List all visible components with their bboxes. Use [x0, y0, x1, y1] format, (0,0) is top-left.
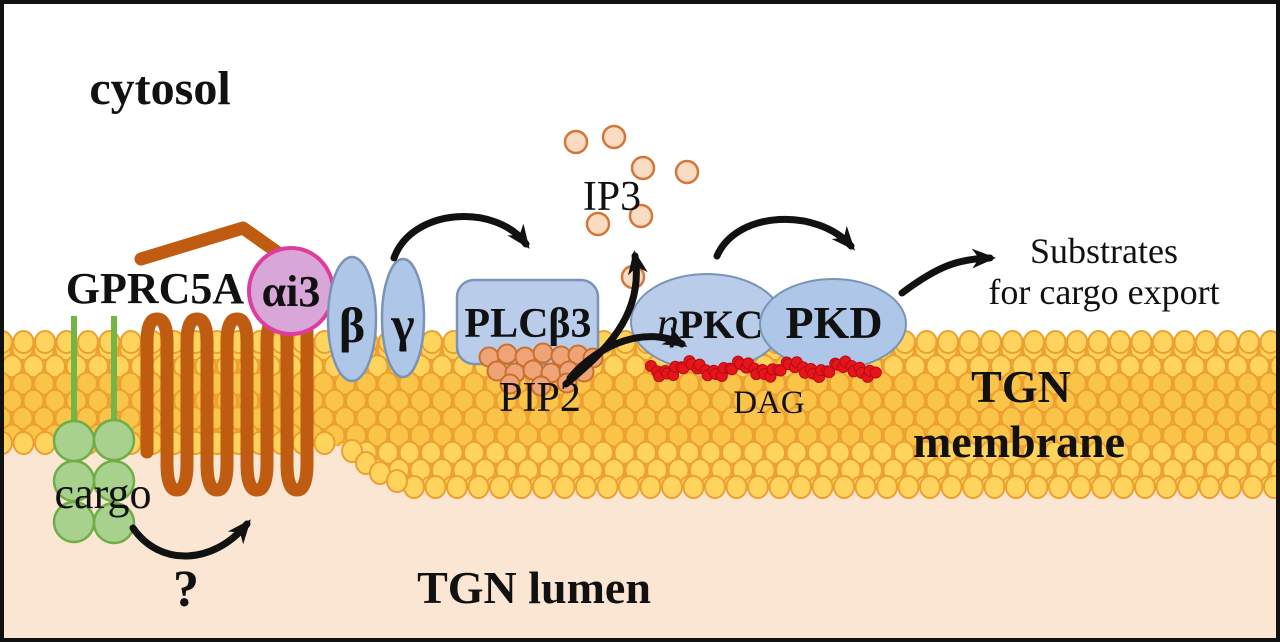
arrow-etapkc-to-pkd [713, 215, 855, 260]
pkc-text: PKC [679, 302, 763, 347]
substrates-label-line2: for cargo export [988, 272, 1219, 312]
cargo-label: cargo [55, 469, 152, 518]
arrow-betagamma-to-plcb3 [390, 213, 530, 262]
pip2-label: PIP2 [499, 375, 581, 421]
cargo-circles [52, 418, 136, 545]
eta-pkc-label: ηPKC [657, 299, 763, 348]
plcb3-label: PLCβ3 [464, 301, 591, 347]
substrates-label-line1: Substrates [1030, 231, 1178, 271]
eta-glyph: η [657, 299, 679, 348]
tgn-membrane-label-line1: TGN [971, 361, 1071, 412]
dag-dots [645, 355, 882, 383]
arrow-cargo-question [129, 519, 251, 560]
tgn-membrane-label-line2: membrane [913, 416, 1125, 467]
beta-subunit [326, 255, 378, 383]
arrow-pkd-to-substrates [898, 248, 996, 297]
gprc5a-n-terminal-tail [134, 221, 284, 266]
gprc5a-label: GPRC5A [66, 264, 245, 313]
arrow-pip2-to-dag [566, 326, 688, 382]
pkd-label: PKD [785, 297, 882, 348]
gamma-label: γ [390, 296, 414, 352]
beta-label: β [339, 297, 365, 353]
dag-label: DAG [733, 385, 805, 421]
tgn-lumen-label: TGN lumen [417, 562, 651, 613]
question-mark-label: ? [173, 561, 199, 618]
cargo-molecules [52, 316, 136, 545]
gamma-subunit [380, 257, 426, 379]
alpha-i3-label: αi3 [262, 267, 321, 316]
cytosol-label: cytosol [89, 62, 230, 115]
ip3-label: IP3 [583, 174, 641, 220]
